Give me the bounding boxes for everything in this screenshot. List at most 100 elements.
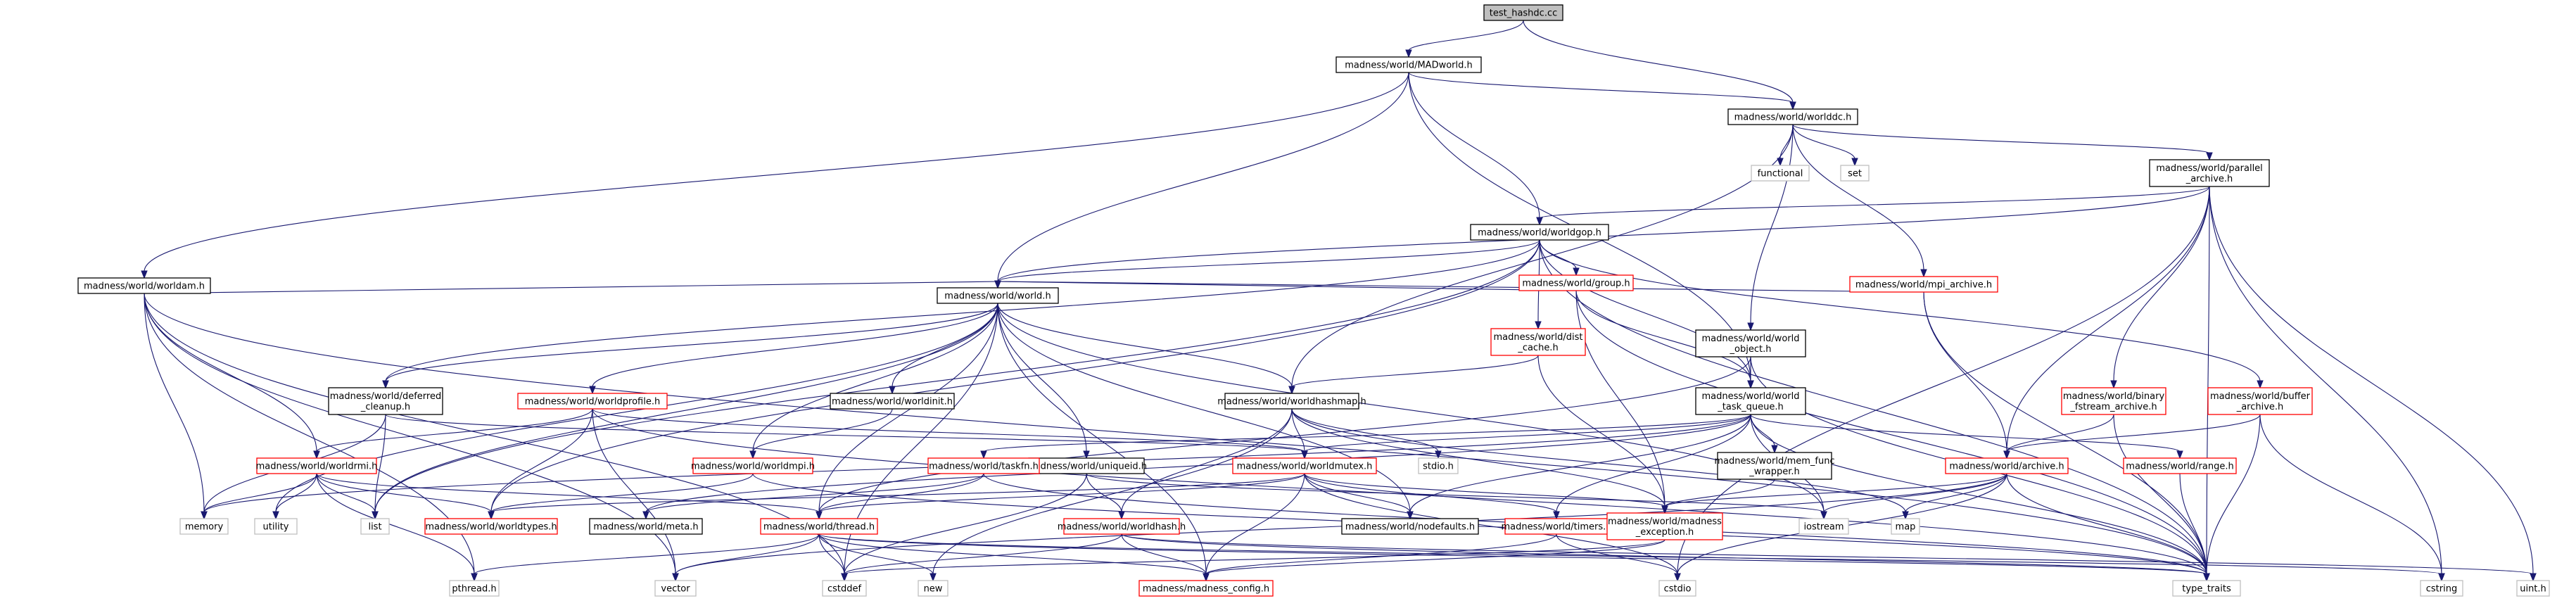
node-worldmutex[interactable]: madness/world/worldmutex.h — [1232, 457, 1377, 474]
edge-worlddc-to-worldobj — [1747, 124, 1794, 331]
node-meta[interactable]: madness/world/meta.h — [589, 518, 703, 535]
node-uniqueid[interactable]: madness/world/uniqueid.h — [1026, 457, 1147, 474]
node-label: stdio.h — [1423, 462, 1454, 472]
node-buffer[interactable]: madness/world/buffer_archive.h — [2207, 387, 2313, 415]
node-world[interactable]: madness/world/world.h — [937, 287, 1059, 304]
node-worldobj[interactable]: madness/world/world_object.h — [1695, 329, 1806, 357]
node-label: _task_queue.h — [1717, 402, 1783, 412]
edge-arrowhead — [1747, 380, 1754, 389]
edge-arrowhead — [642, 511, 649, 520]
edge-arrowhead — [201, 511, 208, 520]
node-madexc[interactable]: madness/world/madness_exception.h — [1606, 512, 1723, 540]
edge-arrowhead — [2257, 380, 2264, 389]
edge-world-to-worldprofile — [589, 303, 998, 395]
node-thread[interactable]: madness/world/thread.h — [760, 518, 878, 535]
node-parallel[interactable]: madness/world/parallel_archive.h — [2149, 159, 2270, 187]
node-label: vector — [661, 584, 690, 595]
node-label: madness/world/meta.h — [593, 522, 698, 533]
edge-arrowhead — [2530, 573, 2537, 582]
node-worldrmi[interactable]: madness/world/worldrmi.h — [256, 457, 378, 474]
edge-arrowhead — [1661, 505, 1668, 514]
node-label: madness/world/worldprofile.h — [525, 397, 660, 407]
node-label: map — [1896, 522, 1916, 533]
node-label: set — [1848, 169, 1862, 179]
node-binary[interactable]: madness/world/binary_fstream_archive.h — [2061, 387, 2166, 415]
edge-madworld-to-worldam — [141, 72, 1409, 279]
edge-worldrmi-to-utility — [272, 473, 317, 520]
edge-taskq-to-taskfn — [980, 414, 1751, 460]
node-box — [2061, 387, 2166, 415]
node-taskq[interactable]: madness/world/world_task_queue.h — [1695, 387, 1806, 415]
edge-worldmutex-to-timers — [1304, 473, 1560, 520]
node-hashmap[interactable]: madness/world/worldhashmap.h — [1217, 393, 1366, 410]
edge-parallel-to-cstring — [2209, 186, 2445, 582]
node-label: uint.h — [2520, 584, 2546, 595]
node-test[interactable]: test_hashdc.cc — [1483, 4, 1563, 21]
node-box — [692, 457, 813, 474]
node-worldam[interactable]: madness/world/worldam.h — [77, 277, 211, 294]
node-box — [424, 518, 558, 535]
edge-worlddc-to-set — [1792, 124, 1858, 167]
node-archive[interactable]: madness/world/archive.h — [1945, 457, 2069, 474]
node-worlddc[interactable]: madness/world/worlddc.h — [1727, 108, 1858, 125]
edge-test-to-madworld — [1405, 20, 1524, 58]
edge-world-to-deferred — [382, 303, 998, 389]
edge-worldmutex-to-nodefaults — [1304, 473, 1414, 520]
node-box — [1341, 518, 1479, 535]
edge-thread-to-cstring — [818, 533, 2445, 582]
node-timers[interactable]: madness/world/timers.h — [1501, 518, 1612, 535]
node-memfunc[interactable]: madness/world/mem_func_wrapper.h — [1714, 452, 1835, 480]
node-stdio: stdio.h — [1418, 457, 1459, 474]
node-label: iostream — [1803, 522, 1844, 533]
node-label: _wrapper.h — [1749, 467, 1799, 477]
edge-binary-to-typetraits — [2113, 414, 2210, 582]
edge-worldinit-to-worldmpi — [749, 408, 893, 460]
edge-madexc-to-cstddef — [841, 539, 1665, 582]
node-box — [1849, 276, 1998, 293]
node-label: madness/world/worldmutex.h — [1237, 462, 1373, 472]
edge-group-to-madexc — [1575, 290, 1668, 514]
node-distcache[interactable]: madness/world/dist_cache.h — [1490, 328, 1586, 356]
edge-world-to-list — [372, 303, 998, 520]
node-worldtypes[interactable]: madness/world/worldtypes.h — [424, 518, 558, 535]
edge-worldprofile-to-worldmutex — [592, 408, 1308, 460]
node-nodefaults[interactable]: madness/world/nodefaults.h — [1341, 518, 1479, 535]
node-madconfig[interactable]: madness/madness_config.h — [1138, 580, 1274, 597]
node-box — [179, 518, 229, 535]
edge-worldmutex-to-thread — [816, 473, 1305, 520]
edge-arrowhead — [1777, 158, 1784, 167]
edge-thread-to-pthread — [471, 533, 820, 582]
edge-taskfn-to-meta — [642, 473, 984, 520]
node-range[interactable]: madness/world/range.h — [2123, 457, 2237, 474]
node-cstddef: cstddef — [822, 580, 867, 597]
node-worldmpi[interactable]: madness/world/worldmpi.h — [691, 457, 815, 474]
node-label: madness/world/dist — [1494, 332, 1583, 343]
node-group[interactable]: madness/world/group.h — [1518, 274, 1634, 291]
node-worldhash[interactable]: madness/world/worldhash.h — [1058, 518, 1186, 535]
edge-arrowhead — [1851, 158, 1858, 167]
node-label: madness/world/world — [1701, 334, 1799, 344]
node-label: madness/world/worldrmi.h — [256, 462, 378, 472]
node-worldinit[interactable]: madness/world/worldinit.h — [830, 393, 955, 410]
edge-worldgop-to-world — [994, 239, 1540, 289]
node-box — [2207, 387, 2313, 415]
node-label: new — [924, 584, 943, 595]
node-mpiarch[interactable]: madness/world/mpi_archive.h — [1849, 276, 1998, 293]
edge-worldhash-to-uint — [1121, 533, 2537, 582]
node-label: utility — [263, 522, 289, 533]
edge-worldrmi-to-memory — [201, 473, 317, 520]
node-madworld[interactable]: madness/world/MADworld.h — [1335, 56, 1482, 73]
node-box — [1138, 580, 1274, 597]
node-label: madness/madness_config.h — [1143, 584, 1269, 595]
node-box — [2123, 457, 2237, 474]
edge-arrowhead — [1920, 269, 1927, 278]
node-worldgop[interactable]: madness/world/worldgop.h — [1470, 224, 1609, 241]
edge-mpiarch-to-typetraits — [1923, 291, 2210, 582]
edge-arrowhead — [816, 511, 823, 520]
node-label: madness/world/mem_func — [1714, 456, 1834, 467]
node-taskfn[interactable]: madness/world/taskfn.h — [927, 457, 1040, 474]
node-deferred[interactable]: madness/world/deferred_cleanup.h — [328, 387, 443, 415]
node-label: madness/world/world.h — [944, 291, 1051, 302]
node-worldprofile[interactable]: madness/world/worldprofile.h — [517, 393, 668, 410]
edge-world-to-worldmpi — [749, 303, 998, 460]
